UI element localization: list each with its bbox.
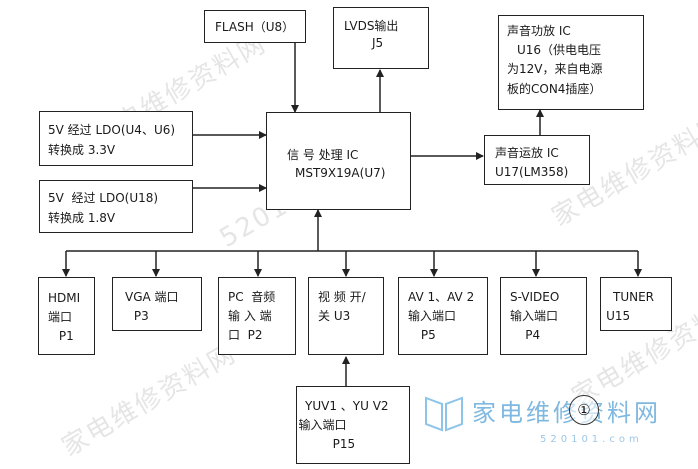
yuv-port-block: YUV1 、YU V2 输入端口 P15 [296,386,410,464]
av-port-block: AV 1、AV 2 输入端口 P5 [398,277,488,355]
hdmi-label: 端口 [48,310,73,325]
tuner-connector: U15 [587,309,631,324]
watermark-logo: 家电维修资料网 [472,399,661,427]
flash-block: FLASH（U8） [204,10,306,43]
ldo-1v8-line: 5V 经过 LDO(U18) [48,191,159,205]
signal-ic-title: 信 号 处理 IC [287,148,359,162]
lvds-label: LVDS输出 [344,19,399,33]
av-connector: P5 [398,328,436,343]
ldo-3v3-block: 5V 经过 LDO(U4、U6) 转换成 3.3V [39,111,193,166]
ldo-3v3-line: 转换成 3.3V [48,143,116,158]
audio-amp-line: 为12V，来自电源 [507,62,603,77]
video-switch-block: 视 频 开/ 关 U3 [308,277,384,355]
av-label: 输入端口 [408,309,457,324]
pc-audio-port-block: PC 音频 输 入 端 口 P2 [218,277,296,355]
book-logo-icon [425,396,463,432]
op-amp-part: U17(LM358) [495,165,569,180]
yuv-label: YUV1 、YU V2 [305,399,389,413]
pc-audio-label: PC 音频 [228,290,276,304]
video-switch-label: 视 频 开/ [318,290,366,304]
vga-port-block: VGA 端口 P3 [112,277,202,331]
tuner-block: TUNER U15 [600,277,672,331]
op-amp-title: 声音运放 IC [495,146,559,160]
pc-audio-connector: 口 P2 [228,328,263,343]
hdmi-connector: P1 [36,329,74,344]
yuv-connector: P15 [325,437,356,452]
signal-ic-block: 信 号 处理 IC MST9X19A(U7) [266,112,411,210]
flash-label: FLASH（U8） [215,20,295,34]
ldo-1v8-line: 转换成 1.8V [48,211,116,226]
hdmi-port-block: HDMI 端口 P1 [38,277,95,355]
svideo-label: S-VIDEO [510,290,560,304]
lvds-connector: J5 [372,36,384,51]
figure-number-badge: ① [569,395,599,425]
op-amp-block: 声音运放 IC U17(LM358) [484,135,590,185]
video-switch-label: 关 U3 [318,309,351,324]
pc-audio-label: 输 入 端 [228,309,272,324]
tuner-label: TUNER [613,290,655,304]
ldo-1v8-block: 5V 经过 LDO(U18) 转换成 1.8V [39,180,193,233]
lvds-block: LVDS输出 J5 [333,7,429,69]
signal-ic-part: MST9X19A(U7) [295,166,386,180]
watermark-url: 520101.com [540,434,643,445]
audio-amp-line: 板的CON4插座） [507,81,602,96]
audio-amp-block: 声音功放 IC U16（供电电压 为12V，来自电源 板的CON4插座） [498,15,644,110]
audio-amp-line: U16（供电电压 [517,43,602,58]
hdmi-label: HDMI [48,291,81,305]
ldo-3v3-line: 5V 经过 LDO(U4、U6) [48,123,176,137]
yuv-label: 输入端口 [287,418,347,433]
audio-amp-title: 声音功放 IC [507,24,571,38]
av-label: AV 1、AV 2 [408,290,475,304]
svideo-connector: P4 [510,328,541,343]
vga-label: VGA 端口 [125,290,179,304]
vga-connector: P3 [111,309,149,324]
svideo-label: 输入端口 [510,309,559,324]
svideo-port-block: S-VIDEO 输入端口 P4 [500,277,587,355]
